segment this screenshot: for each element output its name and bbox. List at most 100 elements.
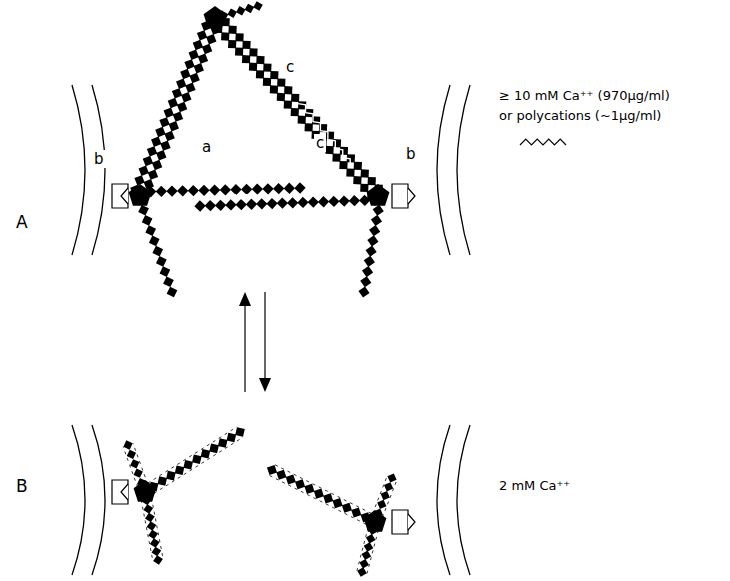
bead bbox=[298, 116, 306, 124]
crosslink-zigzag bbox=[205, 194, 295, 199]
bead bbox=[362, 551, 372, 561]
bead bbox=[184, 59, 194, 69]
bead bbox=[221, 32, 229, 40]
part-letter: c bbox=[314, 134, 326, 152]
bead bbox=[143, 504, 153, 514]
bead bbox=[155, 127, 165, 137]
bead bbox=[177, 185, 188, 196]
bead bbox=[147, 146, 157, 156]
bead bbox=[180, 69, 190, 79]
bead bbox=[253, 1, 263, 11]
bead bbox=[328, 196, 339, 207]
bead bbox=[262, 183, 273, 194]
bead bbox=[209, 184, 220, 195]
bead bbox=[267, 465, 277, 475]
bead bbox=[256, 198, 267, 209]
bead bbox=[147, 521, 157, 531]
equilibrium-arrows bbox=[239, 292, 271, 392]
bead bbox=[134, 469, 143, 478]
bead bbox=[287, 197, 298, 208]
bead bbox=[206, 34, 216, 44]
bead bbox=[242, 55, 250, 63]
bead bbox=[227, 433, 237, 443]
receptor-notch bbox=[408, 188, 415, 204]
bead bbox=[295, 479, 305, 489]
receptor bbox=[392, 510, 408, 534]
bead bbox=[197, 30, 207, 40]
cell-membrane bbox=[457, 425, 470, 575]
cell-membrane bbox=[92, 425, 105, 575]
bead bbox=[368, 177, 376, 185]
bead bbox=[159, 117, 169, 127]
bead bbox=[304, 484, 314, 494]
bead bbox=[338, 195, 349, 206]
part-letter: a bbox=[200, 138, 213, 156]
bead bbox=[256, 56, 264, 64]
bead bbox=[145, 513, 155, 523]
bead bbox=[227, 8, 237, 18]
bead bbox=[369, 225, 380, 236]
bead bbox=[220, 184, 231, 195]
part-letter: b bbox=[92, 150, 106, 168]
bead bbox=[387, 473, 396, 482]
bead bbox=[209, 444, 219, 454]
receptor-notch bbox=[121, 188, 128, 204]
bead bbox=[357, 567, 367, 577]
bead bbox=[354, 162, 362, 170]
bead bbox=[252, 183, 263, 194]
bead bbox=[202, 44, 212, 54]
bead bbox=[297, 197, 308, 208]
bead bbox=[351, 507, 361, 517]
bead bbox=[314, 489, 324, 499]
bead bbox=[167, 287, 178, 298]
bead bbox=[332, 153, 340, 161]
bead bbox=[160, 140, 170, 150]
bead bbox=[246, 199, 257, 210]
bead bbox=[364, 542, 374, 552]
bead bbox=[228, 40, 236, 48]
bead bbox=[323, 493, 333, 503]
hub-domain bbox=[204, 6, 227, 28]
bead bbox=[164, 107, 174, 117]
bead bbox=[342, 503, 352, 513]
bead bbox=[308, 196, 319, 207]
bead bbox=[194, 63, 204, 73]
cell-membrane bbox=[457, 85, 470, 255]
dashed-outline bbox=[142, 427, 237, 487]
dashed-outline bbox=[148, 437, 243, 497]
bead bbox=[175, 465, 185, 475]
bead bbox=[286, 474, 296, 484]
bead bbox=[123, 440, 132, 449]
bead bbox=[364, 256, 375, 267]
bead bbox=[163, 276, 174, 287]
bead bbox=[149, 236, 160, 247]
bead bbox=[189, 49, 199, 59]
bead bbox=[168, 98, 178, 108]
bead bbox=[305, 123, 313, 131]
bead bbox=[270, 71, 278, 79]
bead bbox=[249, 63, 257, 71]
hub-domain bbox=[364, 510, 387, 532]
condition-note: 2 mM Ca⁺⁺ bbox=[497, 478, 572, 494]
crosslink-zigzag bbox=[520, 139, 566, 145]
receptor bbox=[392, 184, 408, 208]
bead bbox=[291, 94, 299, 102]
bead bbox=[201, 449, 211, 459]
bead bbox=[245, 4, 255, 14]
bead bbox=[256, 70, 264, 78]
bead bbox=[198, 53, 208, 63]
bead bbox=[156, 150, 166, 160]
bead bbox=[366, 534, 376, 544]
bead bbox=[326, 131, 334, 139]
bead bbox=[349, 195, 360, 206]
bead bbox=[242, 41, 250, 49]
bead bbox=[353, 176, 361, 184]
cell-membrane bbox=[437, 425, 450, 575]
panel-letter: B bbox=[14, 476, 30, 496]
bead bbox=[148, 530, 158, 540]
bead bbox=[332, 498, 342, 508]
panel-a bbox=[72, 1, 470, 297]
bead bbox=[270, 85, 278, 93]
bead bbox=[225, 199, 236, 210]
bead bbox=[235, 427, 245, 437]
